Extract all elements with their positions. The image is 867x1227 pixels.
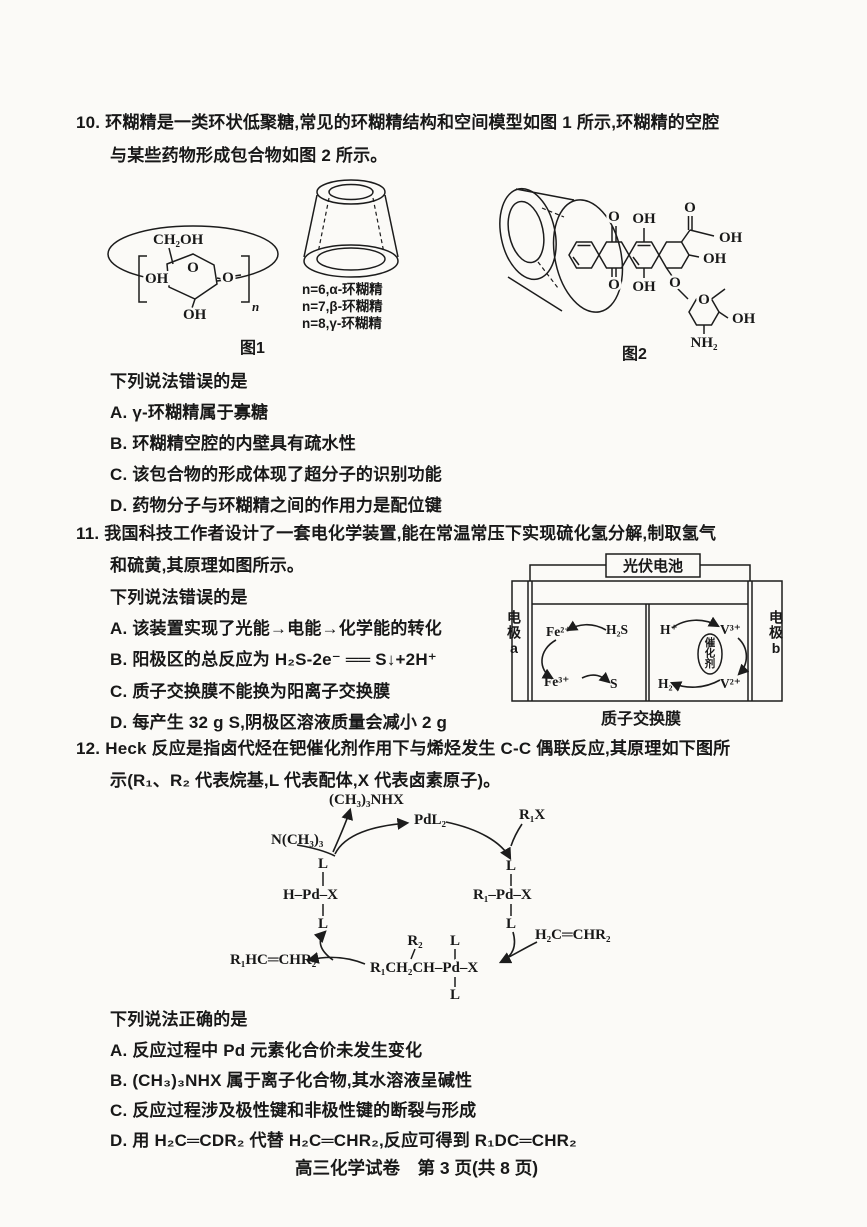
q10-prompt: 下列说法错误的是 — [110, 372, 248, 391]
q11-prompt: 下列说法错误的是 — [110, 588, 248, 607]
wire-left — [529, 564, 606, 581]
o-glyco-label: O — [669, 275, 681, 291]
q10-figure2-structure: O OH O OH OH O OH O O OH NH₂ — [499, 187, 758, 354]
wire-right — [700, 564, 751, 581]
s-label: S — [610, 676, 618, 691]
oh-bottom2-label: OH — [632, 279, 656, 295]
v2-label: V²⁺ — [720, 676, 741, 691]
q12-option-a: A. 反应过程中 Pd 元素化合价未发生变化 — [110, 1041, 423, 1060]
sugar-o-label: O — [698, 292, 710, 308]
q12-stem-line2: 示(R₁、R₂ 代表烷基,L 代表配体,X 代表卤素原子)。 — [110, 771, 501, 790]
q12-option-d: D. 用 H₂C═CDR₂ 代替 H₂C═CHR₂,反应可得到 R₁DC═CHR… — [110, 1131, 577, 1150]
ligand-bottom-left: L — [318, 916, 328, 932]
membrane-label: 质子交换膜 — [601, 711, 682, 728]
amine-label: N(CH₃)₃ — [271, 832, 324, 848]
o-bottom-label: O — [608, 277, 620, 293]
ligand-top-right: L — [506, 858, 516, 874]
q12-heck-cycle: (CH₃)₃NHX PdL₂ R₁X N(CH₃)₃ L H–Pd–X L L … — [228, 790, 614, 1006]
q11-option-b: B. 阳极区的总反应为 H₂S-2e⁻ ══ S↓+2H⁺ — [110, 650, 437, 669]
ring-o-label: O — [187, 260, 199, 276]
fig1-legend: n=6,α-环糊精 n=7,β-环糊精 n=8,γ-环糊精 — [302, 281, 383, 332]
q11-cell-diagram: 光伏电池 Fe²⁺ Fe³⁺ H₂S S H⁺ V³⁺ H₂ V²⁺ — [511, 553, 783, 702]
h2-label: H₂ — [658, 676, 673, 691]
q12-prompt: 下列说法正确的是 — [110, 1010, 248, 1029]
q10-option-d: D. 药物分子与环糊精之间的作用力是配位键 — [110, 496, 442, 515]
v3-label: V³⁺ — [720, 622, 741, 637]
pdl2-label: PdL₂ — [414, 812, 447, 828]
oh-left-label: OH — [145, 271, 169, 287]
ligand-bottom-right: L — [506, 916, 516, 932]
bracket-right — [241, 255, 250, 303]
catalyst-label: 催化剂 — [703, 637, 716, 669]
nh2-label: NH₂ — [691, 335, 719, 351]
q10-stem-text1: 环糊精是一类环状低聚糖,常见的环糊精结构和空间模型如图 1 所示,环糊精的空腔 — [105, 113, 720, 132]
fe3-label: Fe³⁺ — [544, 674, 569, 689]
glucose-ring — [166, 253, 218, 300]
q10-option-b: B. 环糊精空腔的内壁具有疏水性 — [110, 434, 356, 453]
pv-cell-label: 光伏电池 — [622, 557, 683, 575]
q10-option-a: A. γ-环糊精属于寡糖 — [110, 403, 269, 422]
q11-stem-line2: 和硫黄,其原理如图所示。 — [110, 556, 305, 575]
drug-molecule: O OH O OH OH O OH O O OH NH₂ — [568, 198, 758, 354]
legend-beta: n=7,β-环糊精 — [302, 299, 383, 314]
cyclodextrin-barrel — [499, 187, 624, 313]
ligand-top-left: L — [318, 856, 328, 872]
q11-number: 11. — [76, 524, 100, 543]
q11-option-c: C. 质子交换膜不能换为阳离子交换膜 — [110, 682, 391, 701]
q10-stem-line1: 10.环糊精是一类环状低聚糖,常见的环糊精结构和空间模型如图 1 所示,环糊精的… — [76, 108, 719, 133]
o-link-label: O — [222, 270, 234, 286]
legend-alpha: n=6,α-环糊精 — [302, 282, 383, 297]
catalyst-oval — [697, 633, 723, 675]
oh-bottom-label: OH — [183, 307, 207, 323]
bracket-left — [138, 255, 147, 303]
q10-stem-line2: 与某些药物形成包合物如图 2 所示。 — [110, 146, 388, 165]
q12-stem-line1: 12.Heck 反应是指卤代烃在钯催化剂作用下与烯烃发生 C-C 偶联反应,其原… — [76, 734, 730, 759]
q12-stem-text1: Heck 反应是指卤代烃在钯催化剂作用下与烯烃发生 C-C 偶联反应,其原理如下… — [105, 739, 731, 758]
hplus-label: H⁺ — [660, 622, 678, 637]
electrode-b-label: 电极b — [768, 610, 784, 657]
n-subscript: n — [252, 299, 259, 314]
q12-option-c: C. 反应过程涉及极性键和非极性键的断裂与形成 — [110, 1101, 477, 1120]
q11-stem-line1: 11.我国科技工作者设计了一套电化学装置,能在常温常压下实现硫化氢分解,制取氢气 — [76, 519, 716, 544]
q10-cone-model — [303, 179, 399, 278]
oh-mid-label: OH — [703, 251, 727, 267]
r1x-label: R₁X — [519, 807, 545, 823]
ligand-low: L — [450, 987, 460, 1003]
r2-label: R₂ — [407, 933, 423, 949]
ch2oh-label: CH₂OH — [153, 232, 204, 248]
fig2-caption: 图2 — [622, 346, 647, 363]
legend-gamma: n=8,γ-环糊精 — [302, 316, 382, 331]
q12-number: 12. — [76, 739, 101, 758]
q11-option-a: A. 该装置实现了光能→电能→化学能的转化 — [110, 619, 442, 638]
q12-option-b: B. (CH₃)₃NHX 属于离子化合物,其水溶液呈碱性 — [110, 1071, 473, 1090]
q10-option-c: C. 该包合物的形成体现了超分子的识别功能 — [110, 465, 442, 484]
o-top-label: O — [608, 209, 620, 225]
ligand-mid: L — [450, 933, 460, 949]
oh-top-label: OH — [632, 211, 656, 227]
oh-sugar-label: OH — [732, 311, 756, 327]
oh-chain-label: OH — [719, 230, 743, 246]
h-pd-x-label: H–Pd–X — [283, 887, 338, 903]
q11-stem-text1: 我国科技工作者设计了一套电化学装置,能在常温常压下实现硫化氢分解,制取氢气 — [104, 524, 717, 543]
page-footer: 高三化学试卷 第 3 页(共 8 页) — [295, 1158, 539, 1178]
q11-option-d: D. 每产生 32 g S,阴极区溶液质量会减小 2 g — [110, 713, 448, 732]
q10-figure1-structure: CH₂OH O OH O OH n — [107, 225, 279, 326]
fig1-caption: 图1 — [240, 340, 265, 357]
h2s-label: H₂S — [606, 622, 628, 637]
q10-number: 10. — [76, 113, 101, 132]
amine-salt-label: (CH₃)₃NHX — [329, 792, 404, 808]
fe2-label: Fe²⁺ — [546, 624, 571, 639]
electrode-a-label: 电极a — [506, 610, 522, 657]
alkene-label: H₂C═CHR₂ — [535, 927, 611, 943]
cell-body — [511, 580, 783, 702]
r1-pd-x-label: R₁–Pd–X — [473, 887, 532, 903]
product-label: R₁HC═CHR₂ — [230, 952, 317, 968]
insertion-label: R₁CH₂CH–Pd–X — [370, 960, 478, 976]
o-chain-label: O — [684, 200, 696, 216]
